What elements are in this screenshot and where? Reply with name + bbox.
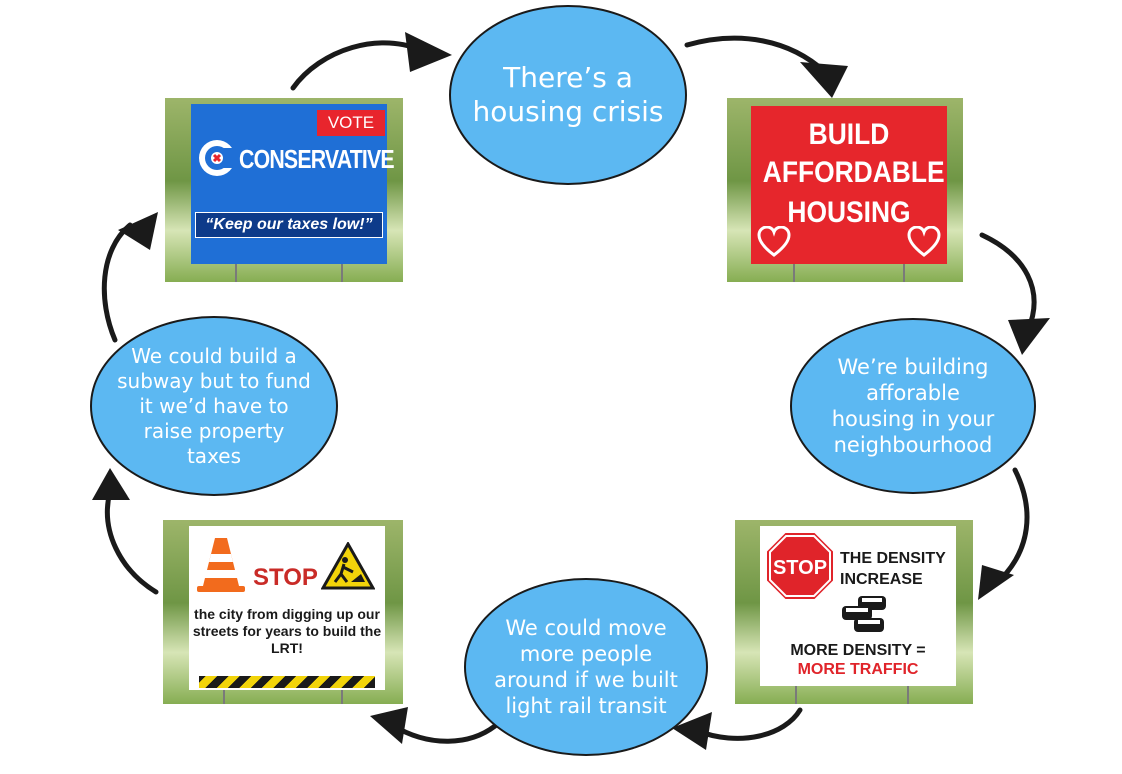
photo-conservative-sign: VOTE CONSERVATIVE “Keep our taxes low!” — [165, 98, 403, 282]
slogan: “Keep our taxes low!” — [195, 212, 383, 238]
stop-sign-icon: STOP — [765, 531, 835, 601]
step-ellipse-subway: We could build a subway but to fund it w… — [90, 316, 338, 496]
conservative-logo-icon — [199, 140, 237, 176]
arrowhead-8 — [118, 212, 158, 250]
step-text-subway: We could build a subway but to fund it w… — [117, 343, 311, 468]
photo-lrt-sign: STOP the city from digging up our street… — [163, 520, 403, 704]
step-text-lrt: We could move more people around if we b… — [494, 616, 678, 718]
arrow-subway-to-conservative — [101, 222, 133, 343]
traffic-cars-icon — [842, 596, 886, 632]
build-line-2: AFFORDABLE — [762, 156, 945, 189]
density-line-1: THE DENSITY — [840, 550, 946, 567]
build-line-1: BUILD — [808, 118, 890, 151]
road-work-icon — [321, 542, 375, 590]
arrow-lrt-to-stop — [389, 722, 498, 744]
density-line-2: INCREASE — [840, 571, 923, 588]
heart-icon — [757, 226, 791, 257]
lrt-sign: STOP the city from digging up our street… — [189, 526, 385, 690]
caution-stripe — [199, 676, 375, 688]
arrow-conservative-to-crisis — [290, 40, 428, 91]
arrow-stop-to-subway — [104, 489, 159, 595]
arrowhead-3 — [1008, 318, 1050, 355]
heart-icon — [907, 226, 941, 257]
build-housing-sign: BUILD AFFORDABLE HOUSING — [751, 106, 947, 264]
arrowhead-4 — [978, 565, 1014, 600]
arrow-build-to-neighbourhood — [979, 232, 1037, 333]
step-ellipse-crisis: There’s a housing crisis — [449, 5, 687, 185]
density-sign: STOP THE DENSITY INCREASE MORE DENSITY =… — [760, 526, 956, 686]
step-ellipse-lrt: We could move more people around if we b… — [464, 578, 708, 756]
stop-word: STOP — [253, 564, 318, 591]
arrow-crisis-to-build — [684, 35, 828, 75]
vote-label: VOTE — [317, 110, 385, 136]
arrowhead-7 — [92, 468, 130, 500]
step-ellipse-neighbourhood: We’re building afforable housing in your… — [790, 318, 1036, 494]
step-text-neighbourhood: We’re building afforable housing in your… — [831, 355, 995, 457]
build-line-3: HOUSING — [787, 196, 911, 229]
party-name: CONSERVATIVE — [239, 144, 395, 174]
density-line-4: MORE TRAFFIC — [797, 661, 919, 678]
density-line-3: MORE DENSITY = — [790, 642, 926, 659]
traffic-cone-icon — [197, 538, 245, 592]
photo-density-sign: STOP THE DENSITY INCREASE MORE DENSITY =… — [735, 520, 973, 704]
step-text-crisis: There’s a housing crisis — [472, 61, 664, 128]
arrowhead-6 — [370, 707, 408, 744]
stop-sign-text: STOP — [773, 557, 827, 579]
arrowhead-2 — [800, 62, 848, 98]
arrowhead-1 — [405, 32, 452, 72]
photo-build-housing-sign: BUILD AFFORDABLE HOUSING — [727, 98, 963, 282]
arrow-density-to-lrt — [692, 707, 803, 741]
lrt-message: the city from digging up our streets for… — [192, 606, 382, 656]
conservative-sign: VOTE CONSERVATIVE “Keep our taxes low!” — [191, 104, 395, 264]
arrowhead-5 — [672, 712, 712, 750]
arrow-neighbourhood-to-density — [997, 467, 1030, 583]
